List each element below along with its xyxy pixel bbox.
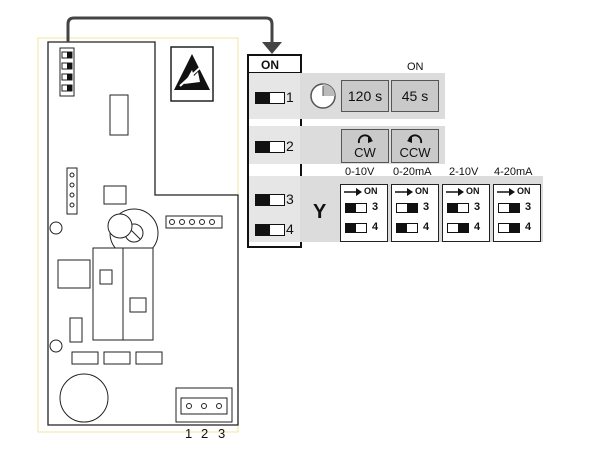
mode-arrow-icon	[497, 188, 515, 196]
mode-box-4-20ma: ON 3 4	[493, 184, 541, 242]
mode-label-0-20ma: 0-20mA	[393, 166, 432, 178]
mode-on-label: ON	[466, 186, 480, 196]
mode-dip-3	[396, 203, 418, 213]
mode-on-label: ON	[517, 186, 531, 196]
switch-label-1: 1	[286, 89, 294, 105]
mode-sw-label-3: 3	[372, 201, 379, 213]
timer-icon	[310, 83, 336, 109]
mode-dip-4	[396, 223, 418, 233]
mode-sw-label-3: 3	[423, 201, 430, 213]
mode-sw-label-3: 3	[525, 201, 532, 213]
direction-label-ccw: CCW	[399, 145, 431, 160]
mode-on-label: ON	[364, 186, 378, 196]
terminal-label-3: 3	[218, 426, 226, 441]
esd-warning-icon	[170, 46, 214, 102]
rotate-cw-icon	[357, 134, 373, 144]
terminal-label-1: 1	[185, 426, 193, 441]
mode-sw-label-4: 4	[474, 221, 481, 233]
switch-label-3: 3	[286, 191, 294, 207]
switch-label-4: 4	[286, 221, 294, 237]
time-option-45s[interactable]: 45 s	[391, 80, 439, 112]
mode-box-0-20ma: ON 3 4	[391, 184, 439, 242]
signal-y-label: Y	[313, 201, 327, 223]
mode-dip-3	[498, 203, 520, 213]
direction-option-cw[interactable]: CW	[341, 129, 389, 163]
dip-switch-4[interactable]	[255, 224, 285, 236]
switch-label-2: 2	[286, 138, 294, 154]
rotate-ccw-icon	[407, 134, 423, 144]
mode-sw-label-4: 4	[525, 221, 532, 233]
mode-dip-4	[345, 223, 367, 233]
terminal-label-2: 2	[201, 426, 209, 441]
mode-dip-4	[447, 223, 469, 233]
dip-switch-3[interactable]	[255, 194, 285, 206]
mode-dip-4	[498, 223, 520, 233]
mode-label-0-10v: 0-10V	[345, 166, 375, 178]
mode-sw-label-4: 4	[372, 221, 379, 233]
direction-option-ccw[interactable]: CCW	[391, 129, 439, 163]
mode-sw-label-3: 3	[474, 201, 481, 213]
direction-label-cw: CW	[354, 145, 376, 160]
mode-arrow-icon	[446, 188, 464, 196]
mode-arrow-icon	[344, 188, 362, 196]
mode-label-4-20ma: 4-20mA	[494, 166, 533, 178]
mode-box-0-10v: ON 3 4	[340, 184, 388, 242]
mode-dip-3	[345, 203, 367, 213]
dip-switch-2[interactable]	[255, 141, 285, 153]
time-option-120s[interactable]: 120 s	[341, 80, 389, 112]
time-on-label: ON	[407, 61, 424, 73]
mode-label-2-10v: 2-10V	[449, 166, 479, 178]
mode-sw-label-4: 4	[423, 221, 430, 233]
dip-switch-1[interactable]	[255, 92, 285, 104]
mode-arrow-icon	[395, 188, 413, 196]
mode-box-2-10v: ON 3 4	[442, 184, 490, 242]
mode-dip-3	[447, 203, 469, 213]
switch-block-on-label: ON	[261, 58, 279, 72]
mode-on-label: ON	[415, 186, 429, 196]
